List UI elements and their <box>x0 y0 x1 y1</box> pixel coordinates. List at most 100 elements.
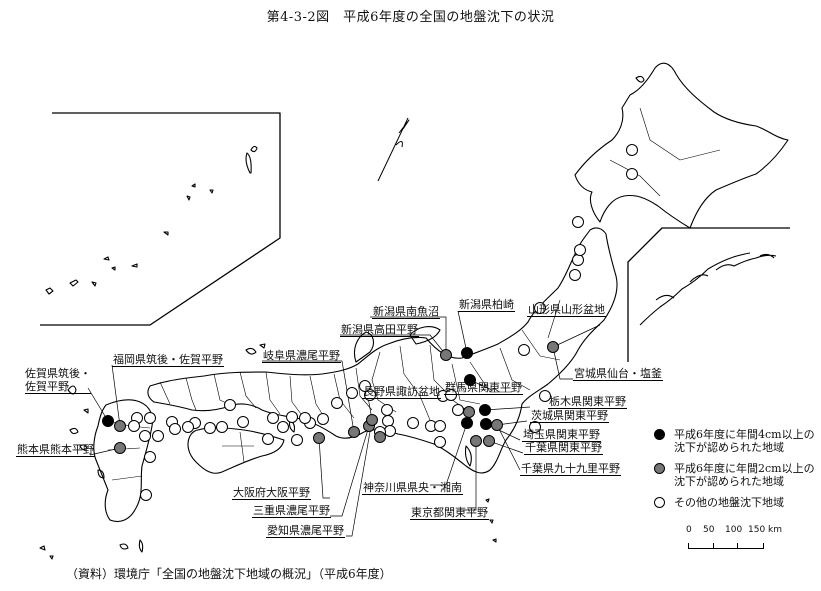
label-chiba-kanto: 千葉県関東平野 <box>524 441 603 455</box>
site-marker-black <box>102 415 114 427</box>
site-marker-gray <box>374 431 386 443</box>
label-gunma: 群馬県関東平野 <box>444 381 523 395</box>
legend-item-4cm: 平成6年度に年間4cm以上の 沈下が認められた地域 <box>654 428 815 454</box>
gray-dot-icon <box>654 463 665 474</box>
site-marker-black <box>464 374 476 386</box>
site-marker-white <box>539 390 551 402</box>
site-marker-white <box>277 421 289 433</box>
tokyo-bay <box>464 445 472 467</box>
site-marker-white <box>572 216 584 228</box>
site-marker-white <box>364 389 376 401</box>
site-marker-white <box>204 422 216 434</box>
site-marker-white <box>128 420 140 432</box>
site-marker-gray <box>366 414 378 426</box>
scale-tick: 100 <box>725 525 743 535</box>
legend-item-2cm: 平成6年度に年間2cm以上の 沈下が認められた地域 <box>654 462 815 488</box>
label-saitama: 埼玉県関東平野 <box>522 428 601 442</box>
site-marker-gray <box>491 419 503 431</box>
noto-peninsula <box>353 331 375 363</box>
site-marker-white <box>518 344 530 356</box>
label-niigata-kashiwazaki: 新潟県柏崎 <box>458 298 515 312</box>
site-marker-white <box>286 411 298 423</box>
label-fukuoka: 福岡県筑後・佐賀平野 <box>112 353 224 367</box>
label-mie: 三重県濃尾平野 <box>252 504 331 518</box>
site-marker-white <box>267 412 279 424</box>
site-marker-white <box>384 425 396 437</box>
label-tokyo: 東京都関東平野 <box>410 506 489 520</box>
izu-islands <box>485 498 497 543</box>
site-marker-white <box>445 389 457 401</box>
site-marker-white <box>359 380 371 392</box>
scale-bar: 0 50 100 150 km <box>684 525 782 549</box>
okinawa-islands <box>45 145 258 295</box>
scale-tick: 50 <box>703 525 715 535</box>
label-yamagata: 山形県山形盆地 <box>527 303 606 317</box>
site-marker-white <box>237 416 249 428</box>
site-markers <box>102 144 638 501</box>
site-marker-white <box>381 404 393 416</box>
site-marker-white <box>569 269 581 281</box>
site-marker-white <box>140 489 152 501</box>
okinawa-inset-frame <box>40 112 281 326</box>
site-marker-white <box>574 244 586 256</box>
scale-tick: 150 <box>748 525 766 535</box>
label-nagano: 長野県諏訪盆地 <box>362 385 441 399</box>
site-marker-white <box>182 421 194 433</box>
site-marker-white <box>534 302 546 314</box>
site-marker-white <box>299 412 311 424</box>
site-marker-gray <box>114 442 126 454</box>
figure-title: 第4-3-2図 平成6年度の全国の地盤沈下の状況 <box>266 10 555 25</box>
sado-island <box>409 326 441 345</box>
site-marker-white <box>626 168 638 180</box>
site-marker-white <box>262 433 274 445</box>
site-marker-white <box>626 144 638 156</box>
site-marker-black <box>461 417 473 429</box>
hokkaido-outline <box>574 62 789 229</box>
label-chiba-kujukuri: 千葉県九十九里平野 <box>520 462 621 476</box>
legend: 平成6年度に年間4cm以上の 沈下が認められた地域 平成6年度に年間2cm以上の… <box>654 428 815 517</box>
source-note: （資料）環境庁「全国の地盤沈下地域の概況」（平成6年度） <box>66 567 392 581</box>
site-marker-white <box>139 430 151 442</box>
amakusa-islands <box>97 469 105 479</box>
legend-item-other: その他の地盤沈下地域 <box>654 496 815 509</box>
label-niigata-minamiuonuma: 新潟県南魚沼 <box>372 305 440 319</box>
scale-unit: km <box>768 525 782 535</box>
label-saga-chikugo: 佐賀県筑後・ 佐賀平野 <box>25 367 91 394</box>
kuril-inset-frame <box>627 227 790 362</box>
site-marker-gray <box>114 420 126 432</box>
white-dot-icon <box>654 497 665 508</box>
scale-bar-line <box>688 543 764 549</box>
kyushu-outline <box>93 399 154 523</box>
label-gifu: 岐阜県濃尾平野 <box>262 349 341 363</box>
site-marker-gray <box>463 406 475 418</box>
north-arrow <box>377 117 410 182</box>
site-marker-gray <box>483 435 495 447</box>
rishiri-island <box>635 75 645 83</box>
site-marker-gray <box>348 426 360 438</box>
label-kumamoto: 熊本県熊本平野 <box>16 443 95 457</box>
oki-islands <box>245 343 266 355</box>
site-marker-white <box>346 387 358 399</box>
label-aichi: 愛知県濃尾平野 <box>266 524 345 538</box>
site-marker-white <box>291 434 303 446</box>
site-marker-white <box>216 421 228 433</box>
black-dot-icon <box>654 429 665 440</box>
site-marker-white <box>434 436 446 448</box>
site-marker-white <box>529 421 541 433</box>
label-kanagawa: 神奈川県県央・湘南 <box>362 481 463 495</box>
site-marker-black <box>461 347 473 359</box>
site-marker-white <box>452 404 464 416</box>
site-marker-gray <box>313 432 325 444</box>
site-marker-gray <box>470 435 482 447</box>
site-marker-black <box>479 404 491 416</box>
site-marker-white <box>572 254 584 266</box>
site-marker-black <box>480 418 492 430</box>
label-miyagi: 宮城県仙台・塩釜 <box>573 367 663 381</box>
label-niigata-takada: 新潟県高田平野 <box>340 323 419 337</box>
site-marker-white <box>331 397 343 409</box>
site-marker-gray <box>547 341 559 353</box>
site-marker-white <box>152 430 164 442</box>
site-marker-white <box>382 415 394 427</box>
label-ibaraki: 茨城県関東平野 <box>530 409 609 423</box>
